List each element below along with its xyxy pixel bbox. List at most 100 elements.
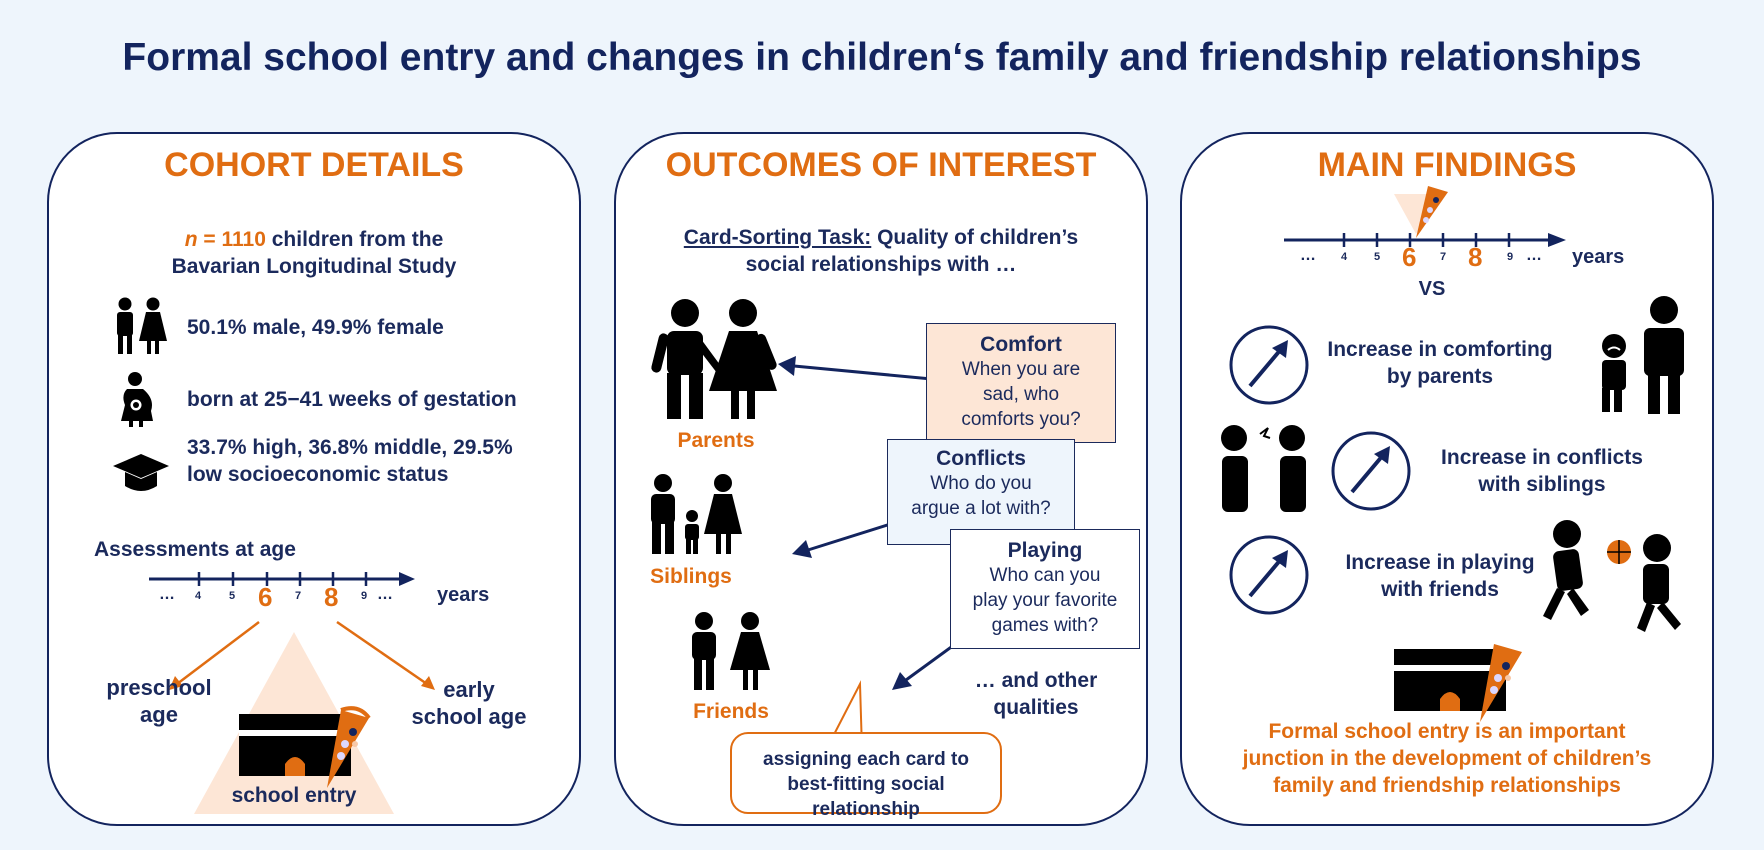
f-tick-6: 6	[1402, 242, 1417, 272]
other-qualities: … and other qualities	[946, 667, 1126, 721]
vs-label: VS	[1418, 278, 1446, 300]
card-comfort-line-1: When you are	[961, 359, 1081, 380]
task-text: Quality of children’s	[871, 226, 1079, 249]
card-conflicts-line-1: Who do you	[930, 473, 1032, 494]
cohort-details-heading: COHORT DETAILS	[164, 146, 464, 184]
preschool-line-2: age	[140, 702, 178, 727]
task-name: Card-Sorting Task:	[683, 226, 872, 249]
friends-label: Friends	[693, 700, 769, 723]
f-tick-5: 5	[1374, 251, 1381, 263]
parents-label: Parents	[677, 429, 755, 452]
increase-arrow-icon-2	[1331, 431, 1411, 511]
tick-7: 7	[295, 590, 302, 602]
finding-comfort: Increase in comforting by parents	[1320, 336, 1560, 390]
findings-cone-icon	[1416, 186, 1448, 238]
ses-stat-line-2: low socioeconomic status	[187, 463, 449, 486]
page-title: Formal school entry and changes in child…	[122, 36, 1642, 79]
f-tick-9: 9	[1507, 251, 1514, 263]
finding-conflicts: Increase in conflicts with siblings	[1422, 444, 1662, 498]
early-school-age-label: early school age	[394, 676, 544, 730]
bubble-line-2: best-fitting social relationship	[787, 774, 945, 820]
friends-playing-ball-icon	[1543, 520, 1681, 632]
finding-playing: Increase in playing with friends	[1320, 549, 1560, 603]
tick-8: 8	[324, 582, 339, 612]
arguing-siblings-icon	[1221, 425, 1306, 512]
early-line-1: early	[443, 677, 495, 702]
cohort-size-text: n = 1110 children from the Bavarian Long…	[49, 226, 579, 280]
early-line-2: school age	[411, 704, 527, 729]
pregnancy-icon	[121, 372, 153, 427]
assessment-timeline	[149, 572, 415, 586]
card-conflicts[interactable]: Conflicts Who do you argue a lot with?	[887, 439, 1075, 545]
f-tick-4: 4	[1341, 251, 1348, 263]
parents-icon	[651, 299, 777, 419]
siblings-label: Siblings	[650, 565, 732, 588]
findings-timeline	[1284, 233, 1566, 247]
task-text-2: social relationships with …	[745, 253, 1017, 276]
card-playing-title: Playing	[1007, 539, 1083, 562]
task-description: Card-Sorting Task: Quality of children’s…	[616, 224, 1146, 278]
siblings-icon	[651, 474, 742, 554]
timeline-unit: years	[437, 584, 490, 606]
card-comfort-line-2: sad, who	[982, 384, 1060, 405]
outcomes-heading: OUTCOMES OF INTEREST	[665, 146, 1097, 184]
increase-arrow-icon-3	[1229, 535, 1309, 615]
card-playing-line-1: Who can you	[989, 565, 1101, 586]
increase-arrow-icon-1	[1229, 325, 1309, 405]
friends-icon	[692, 612, 770, 690]
ses-stat-line-1: 33.7% high, 36.8% middle, 29.5%	[187, 436, 513, 459]
parent-comforting-child-icon	[1602, 296, 1684, 414]
boy-girl-icon	[117, 297, 167, 354]
ses-stat: 33.7% high, 36.8% middle, 29.5% low soci…	[187, 434, 513, 488]
gender-stat: 50.1% male, 49.9% female	[187, 316, 444, 339]
n-symbol: n	[184, 228, 198, 251]
conclusion-line-1: Formal school entry is an important	[1268, 720, 1626, 743]
assessments-label: Assessments at age	[94, 538, 296, 561]
card-conflicts-line-2: argue a lot with?	[911, 498, 1051, 519]
f-timeline-dots-right: …	[1526, 247, 1542, 264]
f-timeline-unit: years	[1572, 246, 1625, 268]
card-playing[interactable]: Playing Who can you play your favorite g…	[950, 529, 1140, 649]
card-conflicts-title: Conflicts	[936, 447, 1026, 470]
finding-conflicts-line-1: Increase in conflicts	[1441, 446, 1643, 469]
school-cone-icon	[327, 706, 371, 788]
timeline-dots-right: …	[377, 586, 393, 603]
school-entry-label: school entry	[231, 784, 357, 807]
f-timeline-dots-left: …	[1300, 247, 1316, 264]
other-qualities-line-2: qualities	[993, 696, 1079, 719]
other-qualities-line-1: … and other	[974, 669, 1098, 692]
timeline-dots-left: …	[159, 586, 175, 603]
card-playing-line-2: play your favorite	[972, 590, 1118, 611]
cohort-details-panel: COHORT DETAILS n = 1110 children from th…	[47, 132, 581, 826]
bubble-line-1: assigning each card to	[763, 749, 969, 770]
findings-heading: MAIN FINDINGS	[1317, 146, 1577, 184]
card-playing-line-3: games with?	[991, 615, 1099, 636]
finding-playing-line-1: Increase in playing	[1345, 551, 1535, 574]
outcomes-panel: OUTCOMES OF INTEREST Card-Sorting Task: …	[614, 132, 1148, 826]
f-tick-7: 7	[1440, 251, 1447, 263]
finding-conflicts-line-2: with siblings	[1478, 473, 1606, 496]
conclusion-text: Formal school entry is an important junc…	[1182, 718, 1712, 799]
conclusion-line-3: family and friendship relationships	[1273, 774, 1621, 797]
tick-5: 5	[229, 590, 236, 602]
finding-comfort-line-1: Increase in comforting	[1327, 338, 1553, 361]
assignment-bubble: assigning each card to best-fitting soci…	[730, 732, 1002, 820]
card-comfort[interactable]: Comfort When you are sad, who comforts y…	[926, 323, 1116, 443]
findings-panel: MAIN FINDINGS … 4 5 6 7 8 9 … years VS I…	[1180, 132, 1714, 826]
graduation-cap-icon	[113, 454, 169, 491]
n-value: = 1110	[197, 228, 266, 251]
tick-6: 6	[258, 582, 273, 612]
findings-school-cone-icon	[1480, 644, 1522, 722]
f-tick-8: 8	[1468, 242, 1483, 272]
card-comfort-title: Comfort	[980, 333, 1062, 356]
card-comfort-line-3: comforts you?	[961, 409, 1081, 430]
tick-4: 4	[195, 590, 202, 602]
gestation-stat: born at 25−41 weeks of gestation	[187, 388, 517, 411]
orange-arrows	[169, 620, 435, 690]
preschool-line-1: preschool	[106, 675, 212, 700]
tick-9: 9	[361, 590, 368, 602]
study-name: Bavarian Longitudinal Study	[171, 255, 457, 278]
n-description: children from the	[265, 228, 444, 251]
preschool-age-label: preschool age	[89, 674, 229, 728]
finding-playing-line-2: with friends	[1381, 578, 1499, 601]
